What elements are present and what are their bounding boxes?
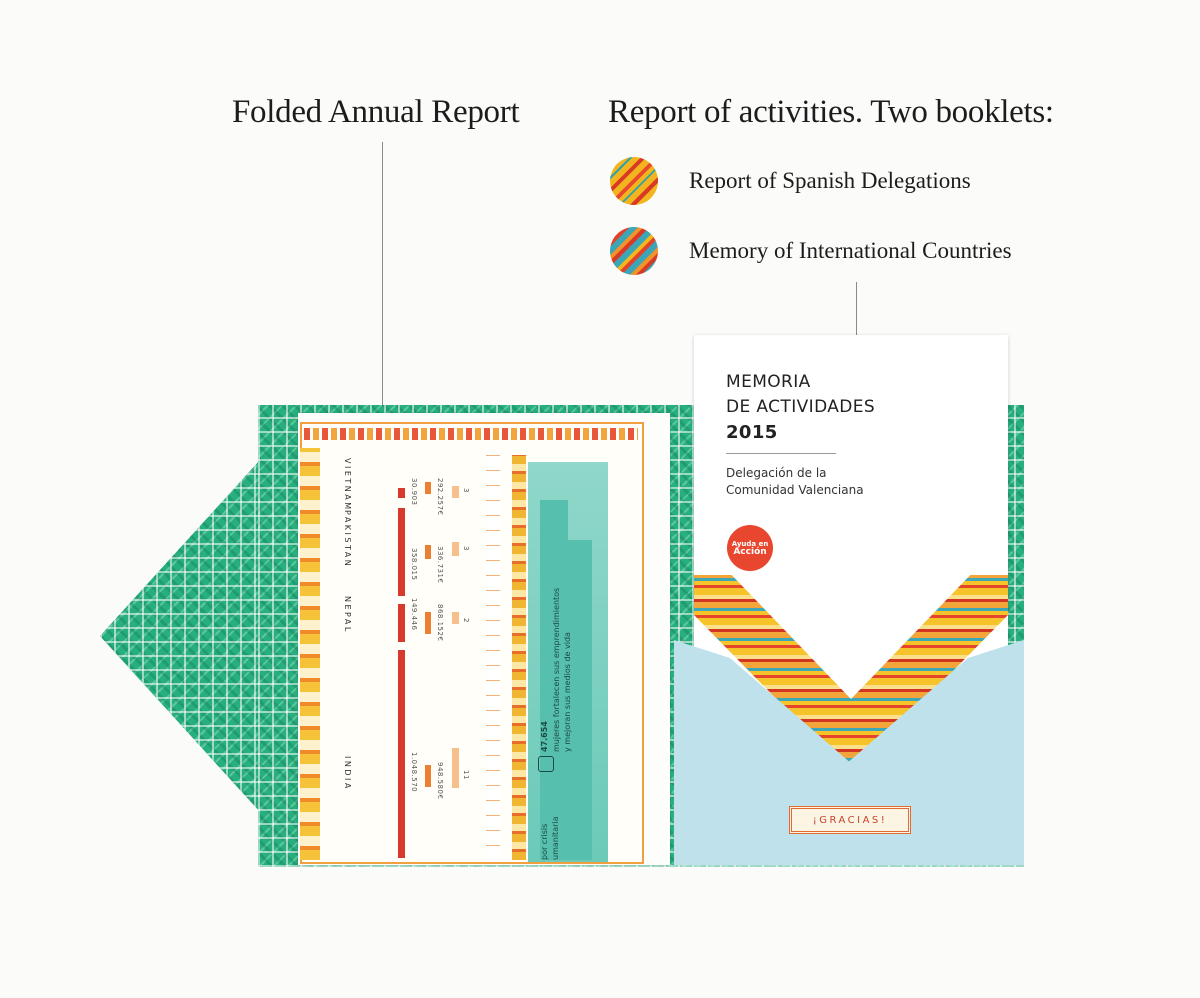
amount-nepal: 868.152€	[436, 604, 444, 642]
activities-label: Report of activities. Two booklets:	[608, 94, 1054, 130]
amount-vietnam: 292.257€	[436, 478, 444, 516]
teal-step-shape	[552, 540, 592, 860]
booklet-title-line-1: MEMORIA	[726, 372, 811, 392]
amount-india: 948.580€	[436, 762, 444, 800]
stat-text-line-1: mujeres fortalecen sus emprendimientos	[552, 587, 561, 752]
value-nepal: 149.446	[410, 598, 418, 631]
amount-bar-vietnam	[425, 482, 431, 494]
stat-icon	[538, 756, 554, 772]
count-vietnam: 3	[462, 488, 470, 493]
folded-report-leader-line	[382, 142, 383, 630]
country-label-vietnam: VIETNAM	[343, 458, 352, 512]
logo-text-2: Acción	[733, 547, 767, 557]
stat-text-line-2: y mejoran sus medios de vida	[563, 632, 572, 752]
bar-india	[398, 650, 405, 858]
footer-text-line-1: por crisis	[540, 823, 549, 860]
value-pakistan: 358.015	[410, 548, 418, 581]
amount-pakistan: 336.731€	[436, 546, 444, 584]
country-label-nepal: NEPAL	[343, 596, 352, 634]
report-gold-strip	[512, 455, 526, 860]
bar-pakistan	[398, 508, 405, 596]
count-bar-pakistan	[452, 542, 459, 556]
country-label-pakistan: PAKISTAN	[343, 510, 352, 569]
bar-nepal	[398, 604, 405, 642]
legend-spanish-delegations: Report of Spanish Delegations	[689, 168, 971, 193]
count-pakistan: 3	[462, 546, 470, 551]
booklet-title-line-2: DE ACTIVIDADES	[726, 397, 876, 417]
footer-text-line-2: umanitaria	[551, 816, 560, 860]
amount-bar-pakistan	[425, 545, 431, 559]
ayuda-en-accion-logo: Ayuda en Acción	[727, 525, 773, 571]
booklet-divider	[726, 453, 836, 454]
teal-pattern-swatch-icon	[610, 227, 658, 275]
legend-international-countries: Memory of International Countries	[689, 238, 1012, 263]
amount-bar-nepal	[425, 612, 431, 634]
booklet-leader-line	[856, 282, 857, 364]
value-india: 1.048.570	[410, 752, 418, 793]
value-vietnam: 30.903	[410, 478, 418, 506]
count-india: 11	[462, 770, 470, 780]
stat-value: 47.654	[540, 721, 549, 752]
country-label-india: INDIA	[343, 756, 352, 791]
count-bar-vietnam	[452, 486, 459, 498]
booklet-year: 2015	[726, 422, 778, 443]
logo-text-1: Ayuda en	[731, 540, 769, 548]
orange-pattern-swatch-icon	[610, 157, 658, 205]
gracias-label: ¡GRACIAS!	[789, 806, 911, 834]
count-bar-nepal	[452, 612, 459, 624]
count-bar-india	[452, 748, 459, 788]
folded-report-label: Folded Annual Report	[232, 94, 520, 130]
triangle-pattern-column	[486, 450, 500, 860]
count-nepal: 2	[462, 618, 470, 623]
booklet-subtitle-line-2: Comunidad Valenciana	[726, 483, 864, 497]
amount-bar-india	[425, 765, 431, 787]
bar-vietnam	[398, 488, 405, 498]
report-left-border	[300, 448, 320, 860]
report-top-border	[304, 428, 638, 440]
booklet-subtitle-line-1: Delegación de la	[726, 466, 827, 480]
